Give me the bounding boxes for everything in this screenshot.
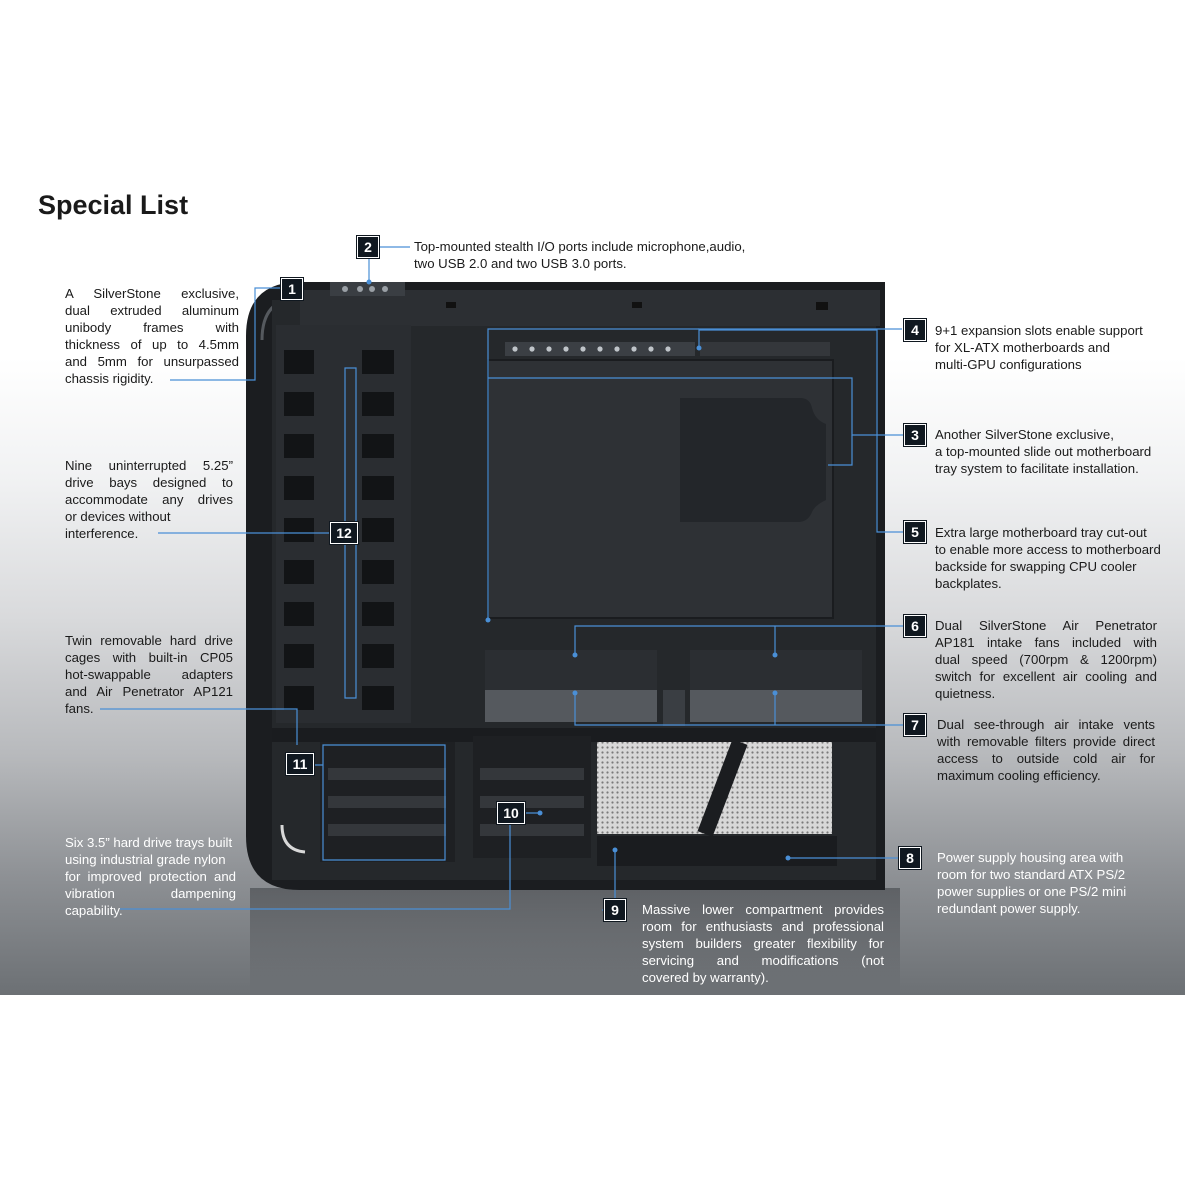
badge-8: 8 — [899, 847, 921, 869]
fan-right — [690, 650, 862, 695]
vent-left — [485, 690, 657, 722]
mesh-strap — [697, 739, 748, 837]
badge-7: 7 — [904, 714, 926, 736]
callout-3-text: Another SilverStone exclusive,a top-moun… — [935, 427, 1152, 476]
vent-right — [690, 690, 862, 722]
case-reflection — [250, 888, 900, 995]
badge-3: 3 — [904, 424, 926, 446]
badge-12: 12 — [330, 522, 358, 544]
drive-bay-slots — [284, 350, 394, 710]
leader-dots — [366, 279, 791, 861]
fan-left — [485, 650, 657, 695]
io-panel — [330, 282, 405, 296]
divider-shelf — [272, 728, 876, 742]
callout-2-text: Top-mounted stealth I/O ports include mi… — [414, 239, 746, 271]
badge-2: 2 — [357, 236, 379, 258]
badge-11: 11 — [286, 753, 314, 775]
psu-area — [597, 836, 837, 866]
page-title: Special List — [38, 190, 189, 220]
leader-lines — [100, 246, 903, 911]
tray-cutout — [680, 398, 826, 522]
callout-1-text: A SilverStone exclusive,dual extruded al… — [65, 286, 239, 386]
badge-6: 6 — [904, 615, 926, 637]
badge-9: 9 — [604, 899, 626, 921]
badge-10: 10 — [497, 802, 525, 824]
badge-4: 4 — [904, 319, 926, 341]
badge-1: 1 — [281, 278, 303, 300]
callout-12-text: Nine uninterrupted 5.25”drive bays desig… — [65, 458, 233, 541]
badge-5: 5 — [904, 521, 926, 543]
